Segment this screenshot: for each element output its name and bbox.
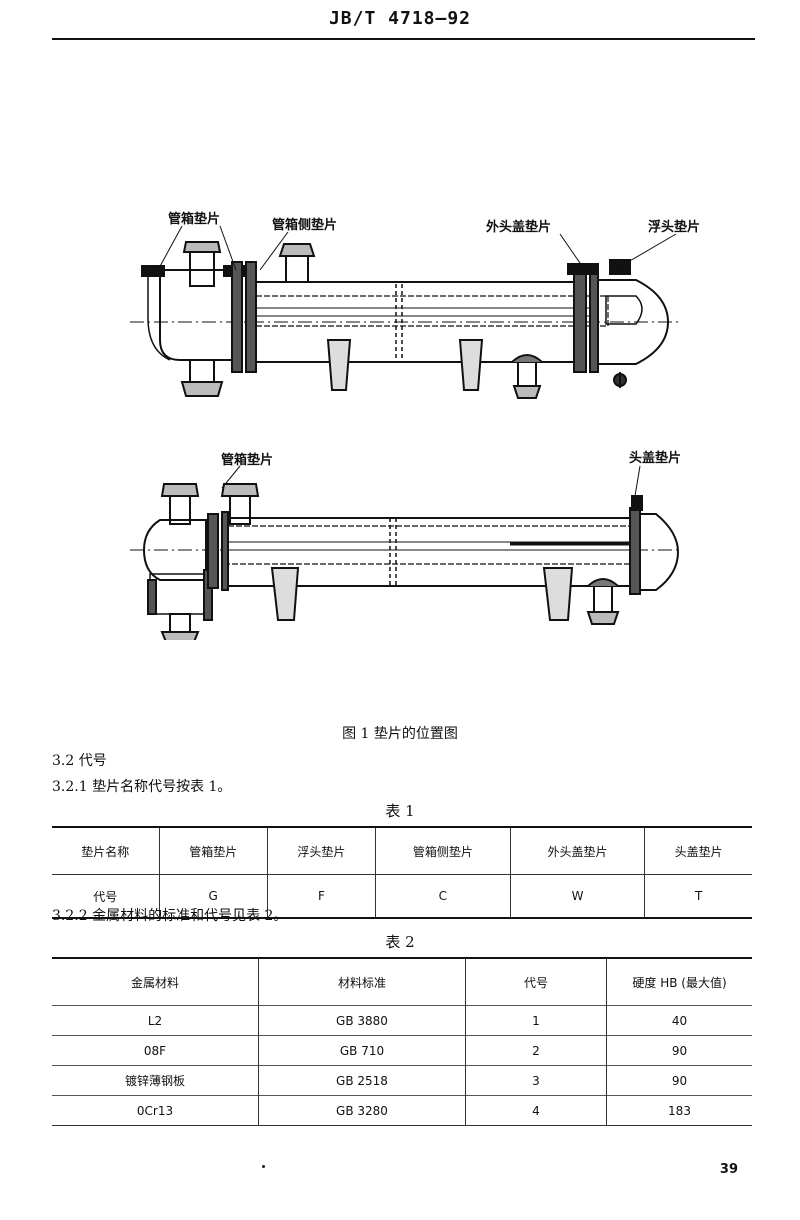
header-rule bbox=[52, 38, 755, 40]
table-header-cell: 外头盖垫片 bbox=[510, 827, 646, 875]
table-cell: 08F bbox=[52, 1035, 259, 1066]
table-cell: 2 bbox=[465, 1035, 607, 1066]
table-cell: W bbox=[510, 874, 646, 918]
table-cell: G bbox=[159, 874, 268, 918]
table-cell: GB 3880 bbox=[258, 1005, 466, 1036]
top-exchanger-drawing bbox=[130, 241, 680, 399]
figure-caption: 图 1 垫片的位置图 bbox=[342, 726, 458, 742]
table-header-cell: 浮头垫片 bbox=[267, 827, 377, 875]
scan-speck bbox=[262, 1165, 265, 1168]
label-channel-gasket-bottom: 管箱垫片 bbox=[221, 453, 274, 468]
table-header-cell: 代号 bbox=[465, 958, 607, 1006]
table-header-row: 金属材料 材料标准 代号 硬度 HB (最大值) bbox=[52, 958, 752, 1006]
heat-exchanger-drawings bbox=[130, 241, 680, 643]
metal-material-table: 金属材料 材料标准 代号 硬度 HB (最大值) L2 GB 3880 1 40… bbox=[52, 957, 752, 1126]
table-row: 0Cr13 GB 3280 4 183 bbox=[52, 1095, 752, 1126]
section-3-2-heading: 3.2 代号 bbox=[52, 753, 107, 769]
table-cell: 183 bbox=[606, 1095, 752, 1126]
table-cell: 0Cr13 bbox=[52, 1095, 259, 1126]
table-header-cell: 头盖垫片 bbox=[674, 844, 723, 859]
table-header-cell: 金属材料 bbox=[52, 958, 259, 1006]
label-channel-side-gasket: 管箱侧垫片 bbox=[272, 218, 338, 233]
table-row: 08F GB 710 2 90 bbox=[52, 1035, 752, 1066]
table-cell: 90 bbox=[606, 1035, 752, 1066]
table-cell: 3 bbox=[465, 1065, 607, 1096]
table-row: 代号 G F C W T bbox=[52, 874, 752, 918]
section-3-2-2-text: 3.2.2 金属材料的标准和代号见表 2。 bbox=[52, 908, 288, 924]
label-leader-lines bbox=[157, 225, 677, 503]
table-cell: GB 3280 bbox=[258, 1095, 466, 1126]
table-header-cell: 垫片名称 bbox=[52, 827, 160, 875]
table-cell: 40 bbox=[606, 1005, 752, 1036]
table-header-cell: 管箱垫片 bbox=[159, 827, 268, 875]
table2-caption: 表 2 bbox=[385, 933, 415, 951]
table-cell: T bbox=[644, 874, 752, 918]
bottom-exchanger-drawing bbox=[130, 483, 680, 643]
table-cell: GB 2518 bbox=[258, 1065, 466, 1096]
label-outer-head-cover-gasket: 外头盖垫片 bbox=[486, 220, 552, 235]
gasket-position-figure bbox=[120, 200, 710, 643]
table-cell: GB 710 bbox=[258, 1035, 466, 1066]
page-number: 39 bbox=[719, 1162, 738, 1177]
label-channel-gasket-top: 管箱垫片 bbox=[168, 212, 221, 227]
table-cell: 4 bbox=[465, 1095, 607, 1126]
table-header-row: 垫片名称 管箱垫片 浮头垫片 管箱侧垫片 外头盖垫片 头盖垫片 bbox=[52, 827, 752, 875]
gasket-code-table: 垫片名称 管箱垫片 浮头垫片 管箱侧垫片 外头盖垫片 头盖垫片 代号 G F C… bbox=[52, 826, 752, 919]
table-cell: F bbox=[267, 874, 377, 918]
standard-code: JB/T 4718—92 bbox=[328, 8, 472, 29]
table-cell: 1 bbox=[465, 1005, 607, 1036]
table-header-cell: 材料标准 bbox=[258, 958, 466, 1006]
section-3-2-1-text: 3.2.1 垫片名称代号按表 1。 bbox=[52, 779, 232, 795]
table-header-cell: 硬度 HB (最大值) bbox=[632, 975, 727, 990]
table1-caption: 表 1 bbox=[385, 802, 415, 820]
label-floating-head-gasket: 浮头垫片 bbox=[648, 220, 701, 235]
table-cell: L2 bbox=[52, 1005, 259, 1036]
table-cell: 90 bbox=[606, 1065, 752, 1096]
table-header-cell: 管箱侧垫片 bbox=[375, 827, 511, 875]
table-row: L2 GB 3880 1 40 bbox=[52, 1005, 752, 1036]
label-head-cover-gasket: 头盖垫片 bbox=[629, 451, 682, 466]
table-row: 镀锌薄钢板 GB 2518 3 90 bbox=[52, 1065, 752, 1096]
table-cell: 镀锌薄钢板 bbox=[52, 1065, 259, 1096]
table-cell: 代号 bbox=[52, 874, 160, 918]
table-cell: C bbox=[375, 874, 511, 918]
